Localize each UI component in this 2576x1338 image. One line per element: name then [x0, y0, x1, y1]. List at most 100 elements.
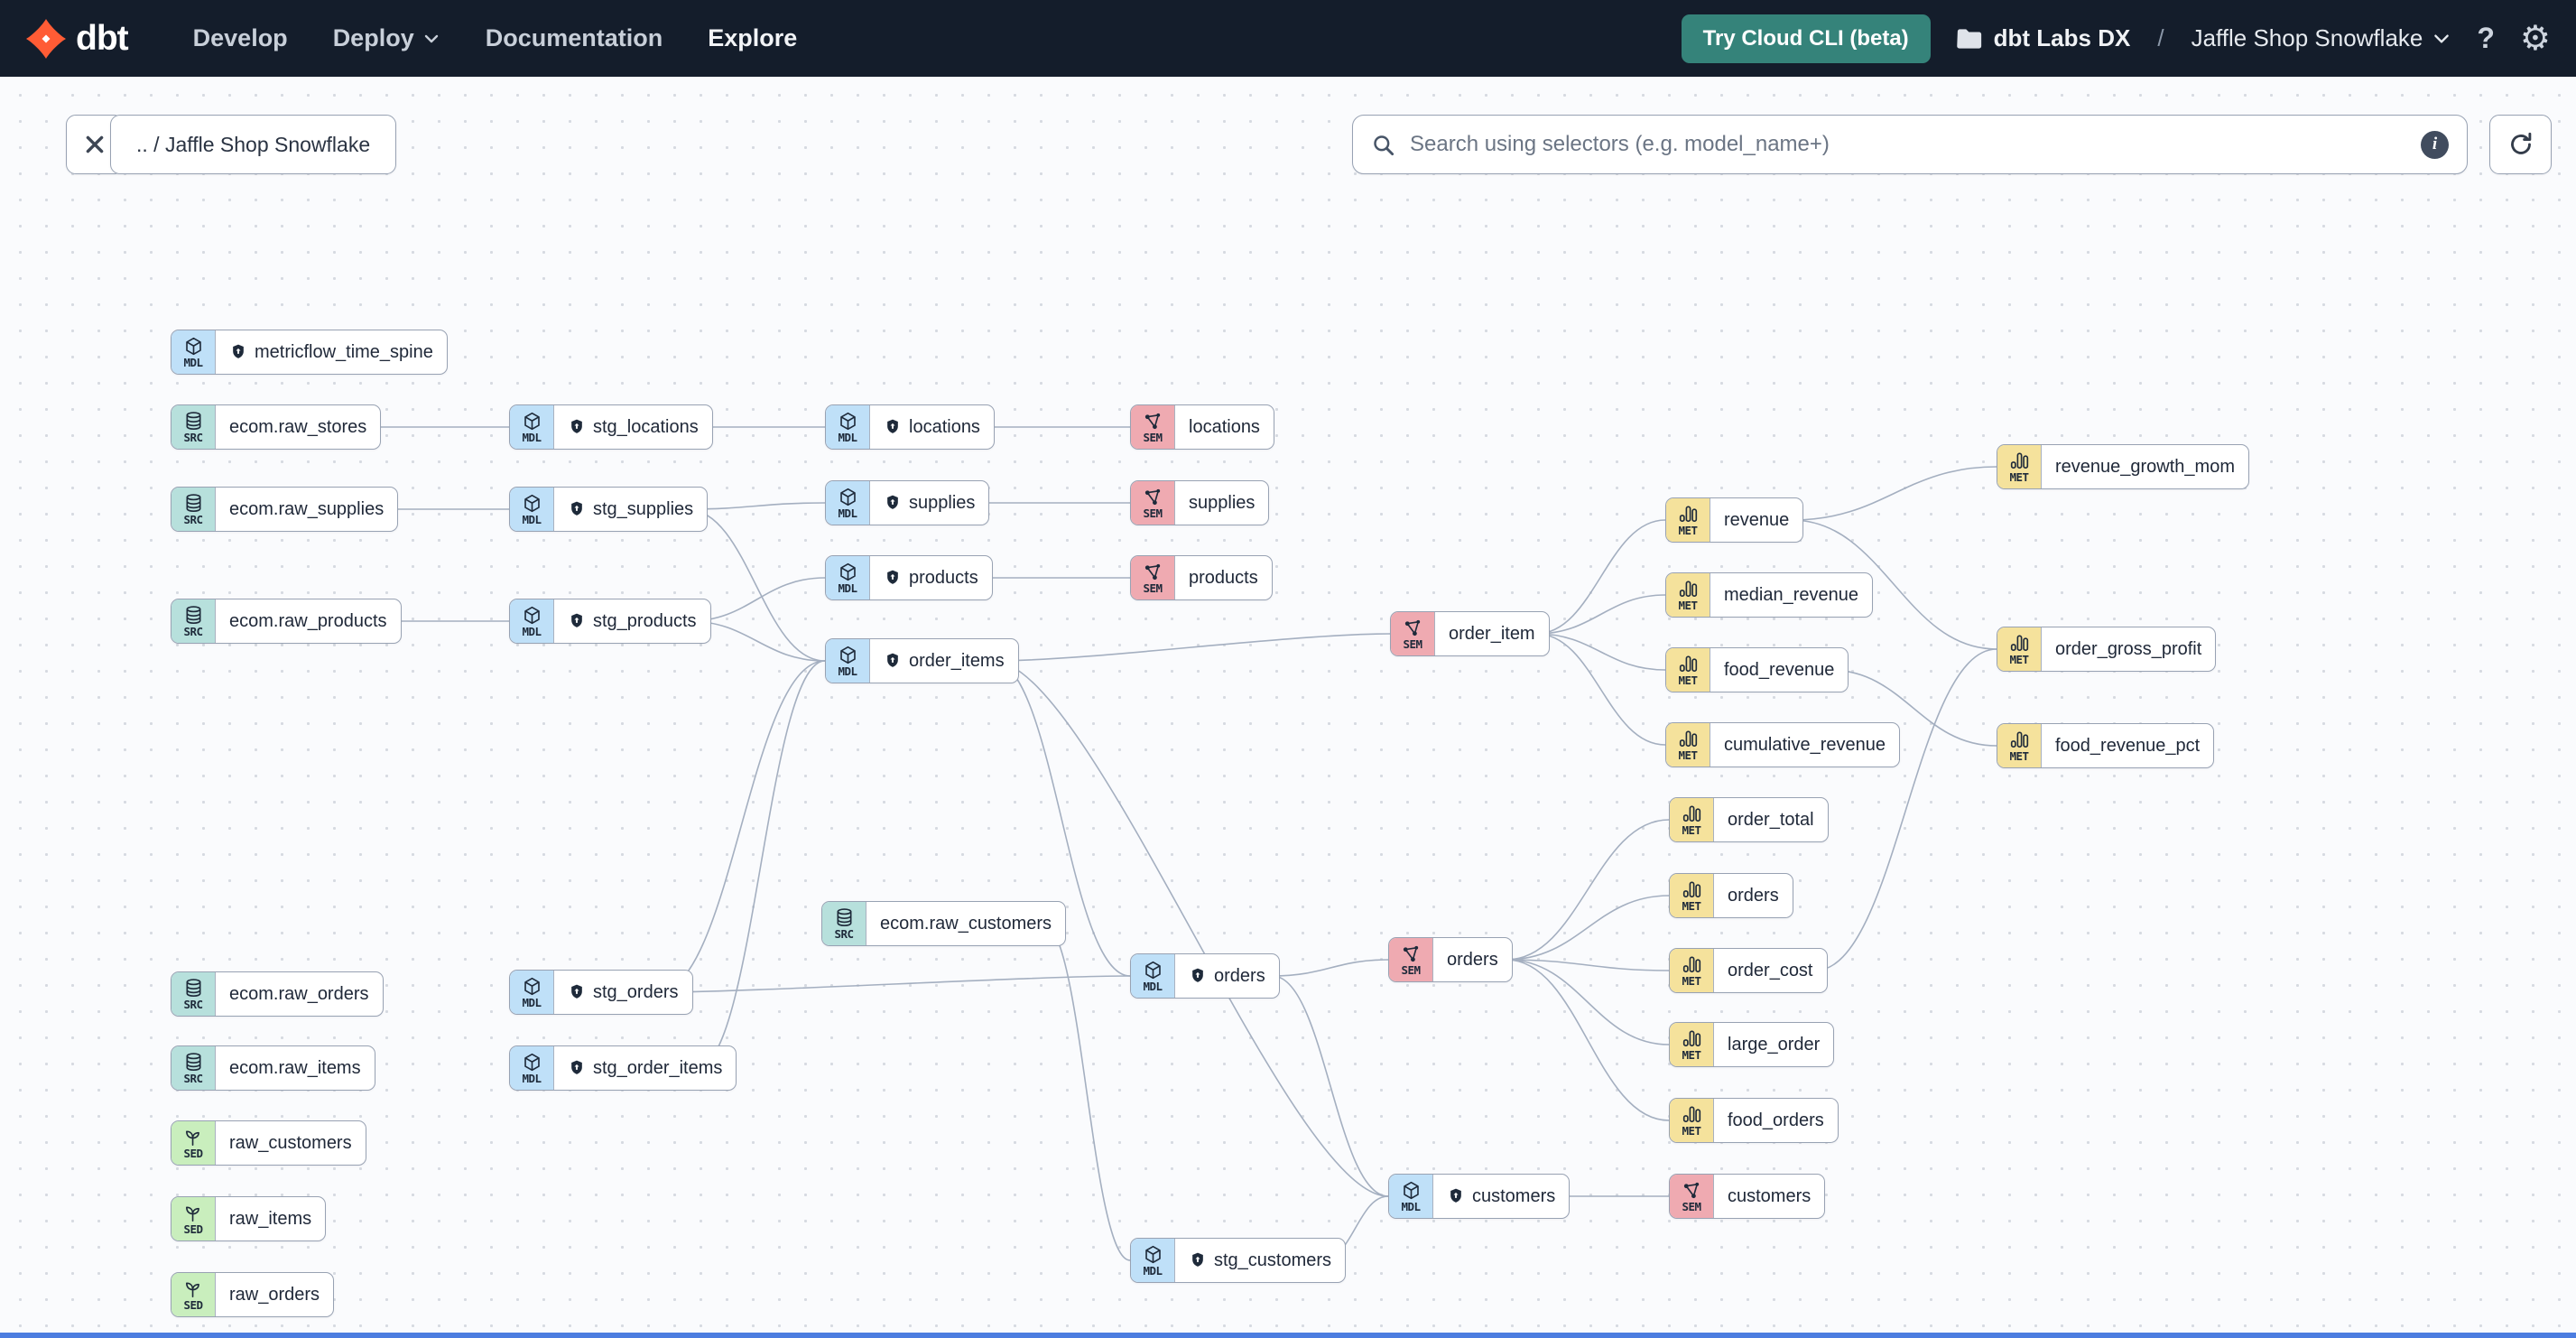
- protected-shield-icon: [884, 652, 902, 670]
- node-label: orders: [1447, 949, 1498, 970]
- node-type-tag: MET: [1682, 973, 1701, 988]
- node-label: ecom.raw_items: [229, 1057, 361, 1078]
- info-icon[interactable]: i: [2421, 130, 2449, 159]
- node-type-tag: MET: [1682, 822, 1701, 837]
- nav-item-documentation[interactable]: Documentation: [485, 24, 663, 51]
- metric-bars-icon: MET: [1997, 445, 2042, 488]
- help-icon[interactable]: ?: [2477, 22, 2495, 54]
- node-type-tag: SRC: [183, 997, 203, 1011]
- node-type-tag: MDL: [838, 430, 857, 444]
- metric-bars-icon: MET: [1670, 1023, 1714, 1066]
- node-type-tag: MET: [1678, 523, 1698, 537]
- nav-item-deploy[interactable]: Deploy: [333, 24, 440, 52]
- refresh-button[interactable]: [2489, 115, 2552, 174]
- node-label: metricflow_time_spine: [216, 330, 447, 374]
- node-type-tag: SEM: [1143, 506, 1163, 520]
- node-label: supplies: [1189, 492, 1256, 513]
- metric-bars-icon: MET: [1666, 498, 1710, 542]
- node-label: ecom.raw_stores: [229, 416, 367, 437]
- gear-icon[interactable]: ⚙: [2519, 19, 2551, 58]
- semantic-model-icon: SEM: [1391, 612, 1435, 655]
- protected-shield-icon: [884, 494, 902, 512]
- project-name: Jaffle Shop Snowflake: [2191, 24, 2423, 51]
- node-type-tag: SEM: [1143, 581, 1163, 595]
- node-label: food_revenue_pct: [2055, 735, 2201, 756]
- node-label: ecom.raw_supplies: [229, 498, 385, 519]
- node-type-tag: SRC: [183, 430, 203, 444]
- nav-item-explore[interactable]: Explore: [708, 24, 798, 51]
- lineage-canvas[interactable]: [0, 77, 2576, 1333]
- node-type-tag: MET: [1678, 598, 1698, 612]
- node-supplies_sem[interactable]: SEM supplies: [1130, 480, 1270, 525]
- node-label: customers: [1728, 1185, 1812, 1206]
- node-type-tag: MDL: [522, 1071, 542, 1085]
- node-type-tag: MDL: [838, 664, 857, 678]
- model-cube-icon: MDL: [1389, 1175, 1433, 1218]
- nav-item-develop[interactable]: Develop: [192, 24, 288, 51]
- refresh-icon: [2510, 132, 2531, 154]
- node-order_total[interactable]: MET order_total: [1669, 797, 1829, 842]
- brand-text: dbt: [76, 18, 129, 58]
- model-cube-icon: MDL: [826, 639, 870, 683]
- protected-shield-icon: [568, 983, 586, 1001]
- node-order_item_sem[interactable]: SEM order_item: [1390, 611, 1550, 656]
- node-label: ecom.raw_products: [229, 610, 387, 631]
- node-label: order_cost: [1728, 960, 1813, 980]
- breadcrumb[interactable]: .. / Jaffle Shop Snowflake: [110, 115, 397, 174]
- node-ecom_raw_stores[interactable]: SRC ecom.raw_stores: [171, 404, 382, 450]
- node-order_cost[interactable]: MET order_cost: [1669, 948, 1828, 993]
- node-label: orders: [1175, 954, 1279, 998]
- nav-right: Try Cloud CLI (beta) dbt Labs DX / Jaffl…: [1681, 14, 2551, 63]
- close-icon: [86, 135, 104, 153]
- metric-bars-icon: MET: [1666, 648, 1710, 692]
- node-label: order_total: [1728, 809, 1814, 830]
- search-input[interactable]: [1408, 131, 2408, 158]
- node-type-tag: SED: [183, 1222, 203, 1236]
- node-type-tag: MET: [1682, 1123, 1701, 1138]
- selector-search[interactable]: i: [1352, 115, 2468, 174]
- account-switcher[interactable]: dbt Labs DX: [1956, 24, 2130, 52]
- node-label: order_item: [1449, 623, 1535, 644]
- dbt-logo[interactable]: dbt: [25, 18, 129, 60]
- model-cube-icon: MDL: [826, 481, 870, 525]
- try-cloud-cli-button[interactable]: Try Cloud CLI (beta): [1681, 14, 1931, 63]
- protected-shield-icon: [884, 569, 902, 587]
- project-selector[interactable]: Jaffle Shop Snowflake: [2191, 24, 2452, 52]
